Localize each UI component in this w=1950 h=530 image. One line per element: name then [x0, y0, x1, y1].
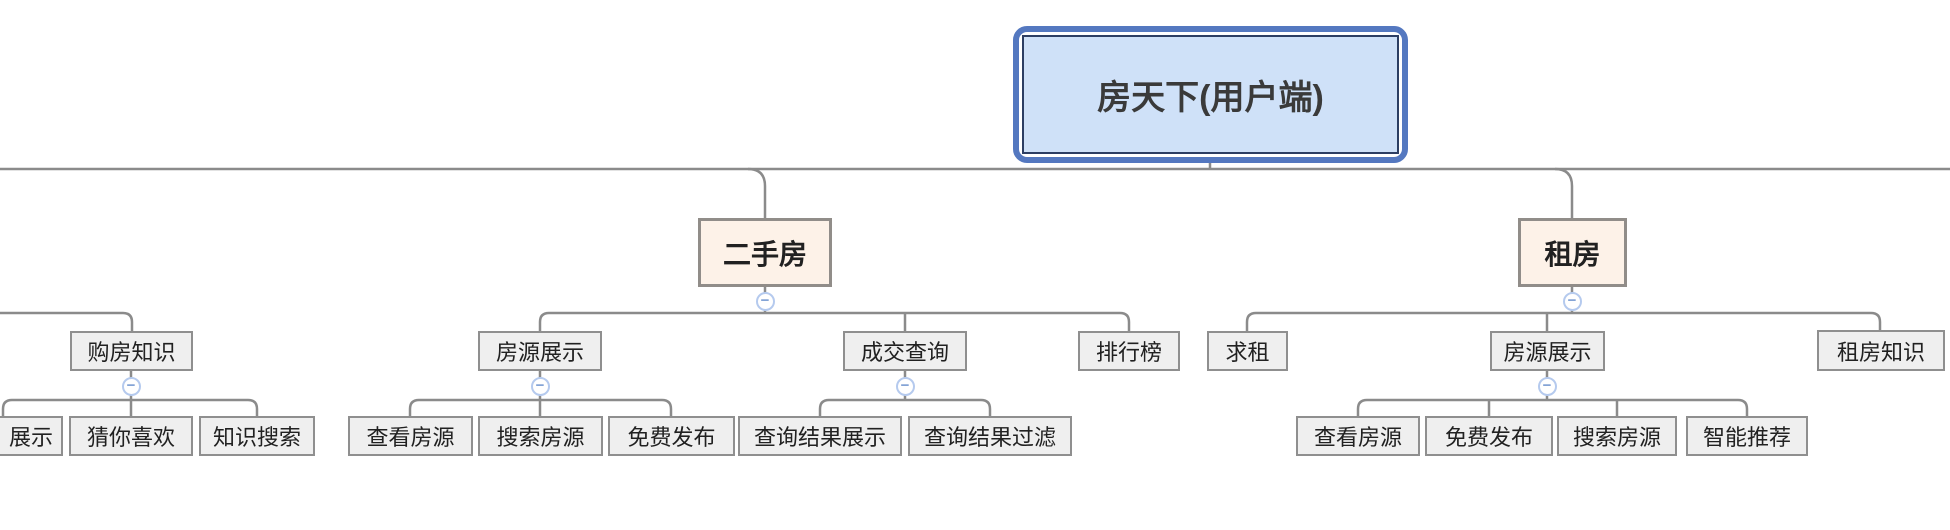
collapse-button-listing-display-1[interactable]: − — [530, 376, 550, 396]
minus-icon: − — [900, 376, 910, 394]
node-display-clipped[interactable]: 展示 — [0, 416, 63, 456]
node-rent-seeking[interactable]: 求租 — [1207, 331, 1288, 371]
node-renting-knowledge[interactable]: 租房知识 — [1817, 330, 1945, 371]
collapse-button-house-buying-knowledge[interactable]: − — [121, 376, 141, 396]
node-secondhand-house[interactable]: 二手房 — [698, 218, 832, 287]
node-search-listings-2[interactable]: 搜索房源 — [1557, 416, 1677, 456]
collapse-button-listing-display-2[interactable]: − — [1537, 376, 1557, 396]
minus-icon: − — [535, 376, 545, 394]
node-free-post-2[interactable]: 免费发布 — [1425, 416, 1553, 456]
node-query-result-filter[interactable]: 查询结果过滤 — [908, 416, 1072, 456]
minus-icon: − — [760, 291, 770, 309]
node-transaction-query[interactable]: 成交查询 — [843, 331, 967, 371]
minus-icon: − — [126, 376, 136, 394]
node-view-listings-1[interactable]: 查看房源 — [348, 416, 473, 456]
collapse-button-secondhand-house[interactable]: − — [755, 291, 775, 311]
node-knowledge-search[interactable]: 知识搜索 — [199, 416, 315, 456]
node-house-buying-knowledge[interactable]: 购房知识 — [70, 331, 193, 371]
node-free-post-1[interactable]: 免费发布 — [608, 416, 735, 456]
node-view-listings-2[interactable]: 查看房源 — [1296, 416, 1420, 456]
minus-icon: − — [1542, 376, 1552, 394]
node-root-label: 房天下(用户端) — [1022, 35, 1399, 154]
node-listing-display-1[interactable]: 房源展示 — [478, 331, 602, 371]
node-root[interactable]: 房天下(用户端) — [1013, 26, 1408, 163]
collapse-button-transaction-query[interactable]: − — [895, 376, 915, 396]
node-ranking[interactable]: 排行榜 — [1078, 331, 1180, 371]
node-guess-you-like[interactable]: 猜你喜欢 — [69, 416, 193, 456]
collapse-button-renting[interactable]: − — [1562, 291, 1582, 311]
node-listing-display-2[interactable]: 房源展示 — [1490, 331, 1605, 371]
node-query-result-display[interactable]: 查询结果展示 — [738, 416, 902, 456]
node-search-listings-1[interactable]: 搜索房源 — [478, 416, 603, 456]
minus-icon: − — [1567, 291, 1577, 309]
node-smart-recommend[interactable]: 智能推荐 — [1686, 416, 1808, 456]
node-renting[interactable]: 租房 — [1518, 218, 1627, 287]
